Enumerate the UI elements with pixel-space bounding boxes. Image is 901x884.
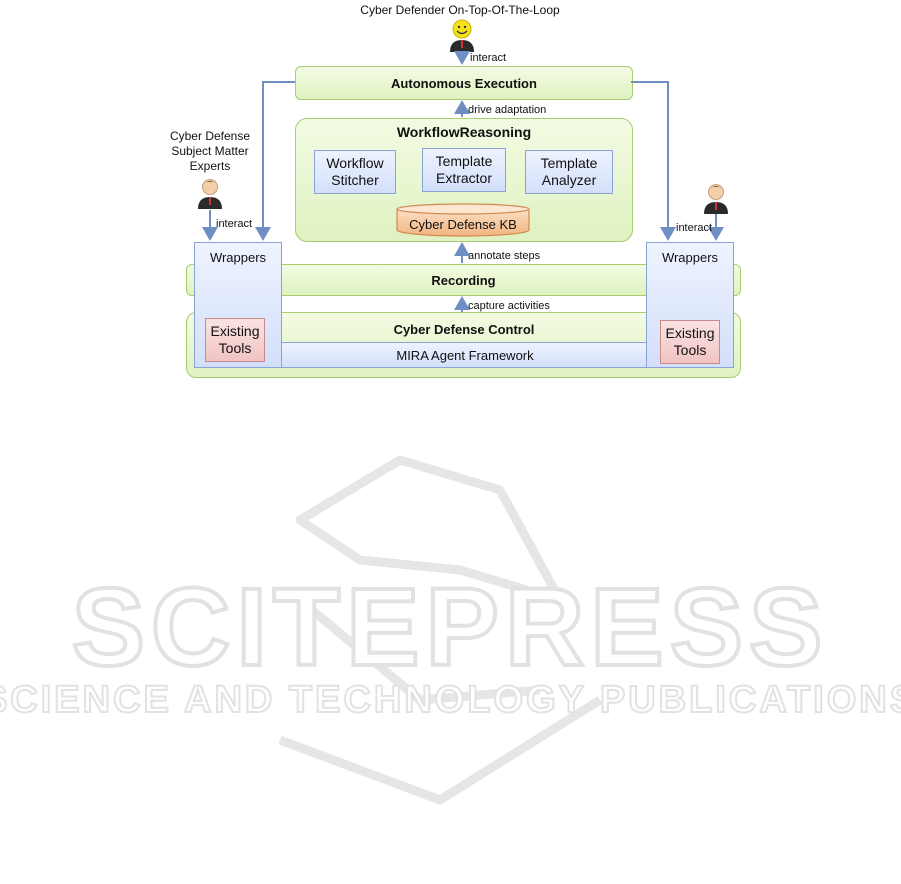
- watermark-sub-text: SCIENCE AND TECHNOLOGY PUBLICATIONS: [0, 679, 901, 721]
- kb-label: Cyber Defense KB: [409, 216, 517, 232]
- watermark-main-text: SCITEPRESS: [72, 566, 829, 689]
- label-drive-adaptation: drive adaptation: [468, 104, 547, 116]
- existing-tools-left-line1: Existing: [210, 323, 260, 339]
- label-capture-activities: capture activities: [468, 300, 550, 312]
- template-extractor-box: Template Extractor: [422, 148, 506, 192]
- template-extractor-line2: Extractor: [435, 170, 492, 186]
- existing-tools-left-line2: Tools: [218, 340, 252, 356]
- wrappers-right-title: Wrappers: [661, 249, 719, 265]
- sme-label-line3: Experts: [189, 158, 231, 173]
- top-label: Cyber Defender On-Top-Of-The-Loop: [360, 3, 560, 17]
- template-analyzer-box: Template Analyzer: [525, 150, 613, 194]
- label-right-interact: interact: [676, 222, 713, 234]
- smiley-defender-icon: [450, 19, 474, 52]
- existing-tools-right-line1: Existing: [665, 325, 715, 341]
- template-analyzer-line2: Analyzer: [541, 172, 597, 188]
- label-top-interact: interact: [470, 52, 507, 64]
- label-sme-interact: interact: [216, 218, 253, 230]
- existing-tools-right-box: Existing Tools: [660, 320, 720, 364]
- sme-label: Cyber Defense Subject Matter Experts: [155, 128, 265, 174]
- autonomous-execution-bar: Autonomous Execution: [295, 66, 633, 100]
- existing-tools-left-box: Existing Tools: [205, 318, 265, 362]
- workflow-reasoning-title: WorkflowReasoning: [396, 124, 532, 140]
- template-analyzer-line1: Template: [540, 155, 598, 171]
- sme-label-line2: Subject Matter: [171, 143, 249, 158]
- mira-agent-framework-bar: MIRA Agent Framework: [281, 342, 649, 368]
- right-user-icon: [704, 184, 728, 214]
- cyber-defense-kb-cylinder: [396, 203, 530, 237]
- arrow-autonomous-to-left-wrappers: [255, 81, 295, 241]
- watermark-book-shape: [295, 455, 565, 605]
- sme-label-line1: Cyber Defense: [169, 128, 251, 143]
- wrappers-left-title: Wrappers: [209, 249, 267, 265]
- watermark-book-curve: [278, 696, 603, 805]
- arrow-autonomous-to-right-wrappers: [631, 81, 676, 241]
- label-annotate-steps: annotate steps: [468, 250, 541, 262]
- workflow-stitcher-line2: Stitcher: [331, 172, 379, 188]
- workflow-stitcher-line1: Workflow: [326, 155, 384, 171]
- sme-user-icon: [198, 179, 222, 209]
- template-extractor-line1: Template: [435, 153, 493, 169]
- workflow-stitcher-box: Workflow Stitcher: [314, 150, 396, 194]
- watermark-book-curve-2: [297, 596, 541, 705]
- existing-tools-right-line2: Tools: [673, 342, 707, 358]
- cyber-defense-control-title: Cyber Defense Control: [393, 321, 535, 337]
